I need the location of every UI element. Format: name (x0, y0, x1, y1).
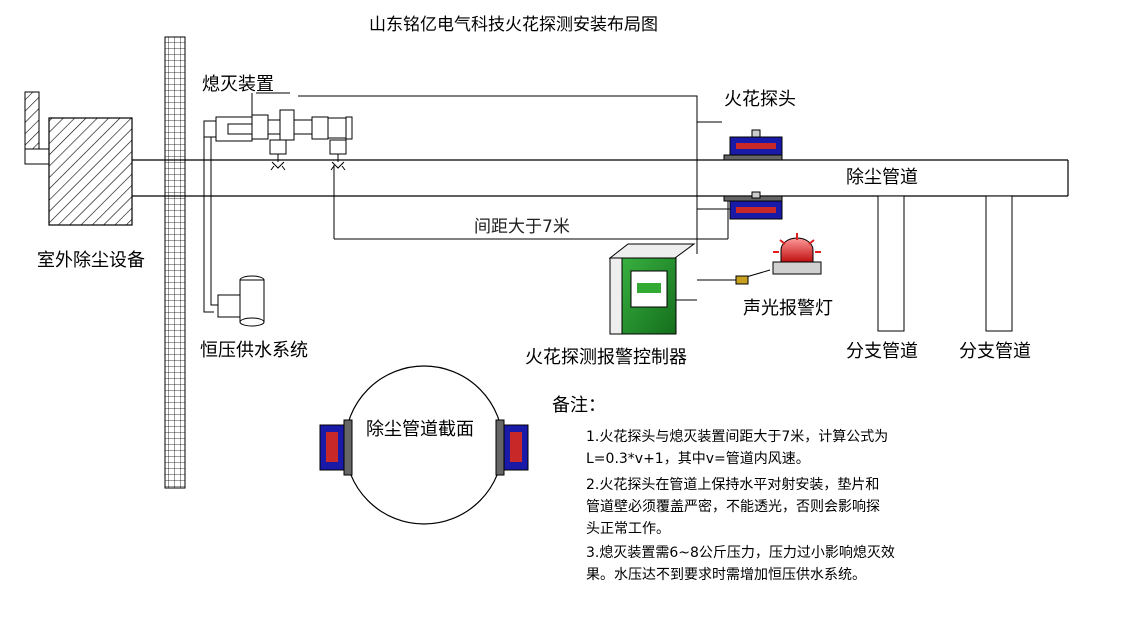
branch-duct-1 (877, 195, 905, 332)
extinguisher-device (203, 92, 353, 171)
page-title: 山东铭亿电气科技火花探测安装布局图 (369, 15, 658, 35)
note-item-1: 1.火花探头与熄灭装置间距大于7米，计算公式为L=0.3*v+1，其中v=管道内… (586, 429, 889, 467)
main-duct (132, 159, 1069, 197)
outdoor-equipment-label: 室外除尘设备 (37, 250, 145, 271)
section-label: 除尘管道截面 (366, 419, 474, 440)
main-duct-label: 除尘管道 (846, 167, 918, 188)
branch-duct-2 (985, 195, 1013, 332)
sound-light-alarm (735, 233, 822, 285)
constant-pressure-water-system (203, 137, 265, 327)
spark-detector-label: 火花探头 (724, 89, 796, 110)
spark-detector-top (723, 129, 783, 161)
duct-cross-section (319, 365, 529, 525)
notes-heading: 备注： (552, 395, 606, 416)
alarm-light-label: 声光报警灯 (743, 298, 833, 319)
spark-alarm-controller (608, 243, 697, 335)
spark-detector-bottom (723, 191, 783, 220)
extinguisher-label: 熄灭装置 (202, 74, 274, 95)
signal-wire (298, 95, 736, 281)
branch-duct-label-2: 分支管道 (959, 341, 1031, 362)
distance-label: 间距大于7米 (474, 217, 570, 237)
outdoor-dust-collector (24, 91, 133, 226)
controller-label: 火花探测报警控制器 (525, 347, 687, 368)
wall (164, 36, 186, 489)
note-item-2: 2.火花探头在管道上保持水平对射安装，垫片和管道壁必须覆盖严密，不能透光，否则会… (586, 477, 880, 537)
branch-duct-label-1: 分支管道 (846, 341, 918, 362)
water-system-label: 恒压供水系统 (200, 340, 308, 361)
note-item-3: 3.熄灭装置需6~8公斤压力，压力过小影响熄灭效果。水压达不到要求时需增加恒压供… (586, 545, 895, 583)
